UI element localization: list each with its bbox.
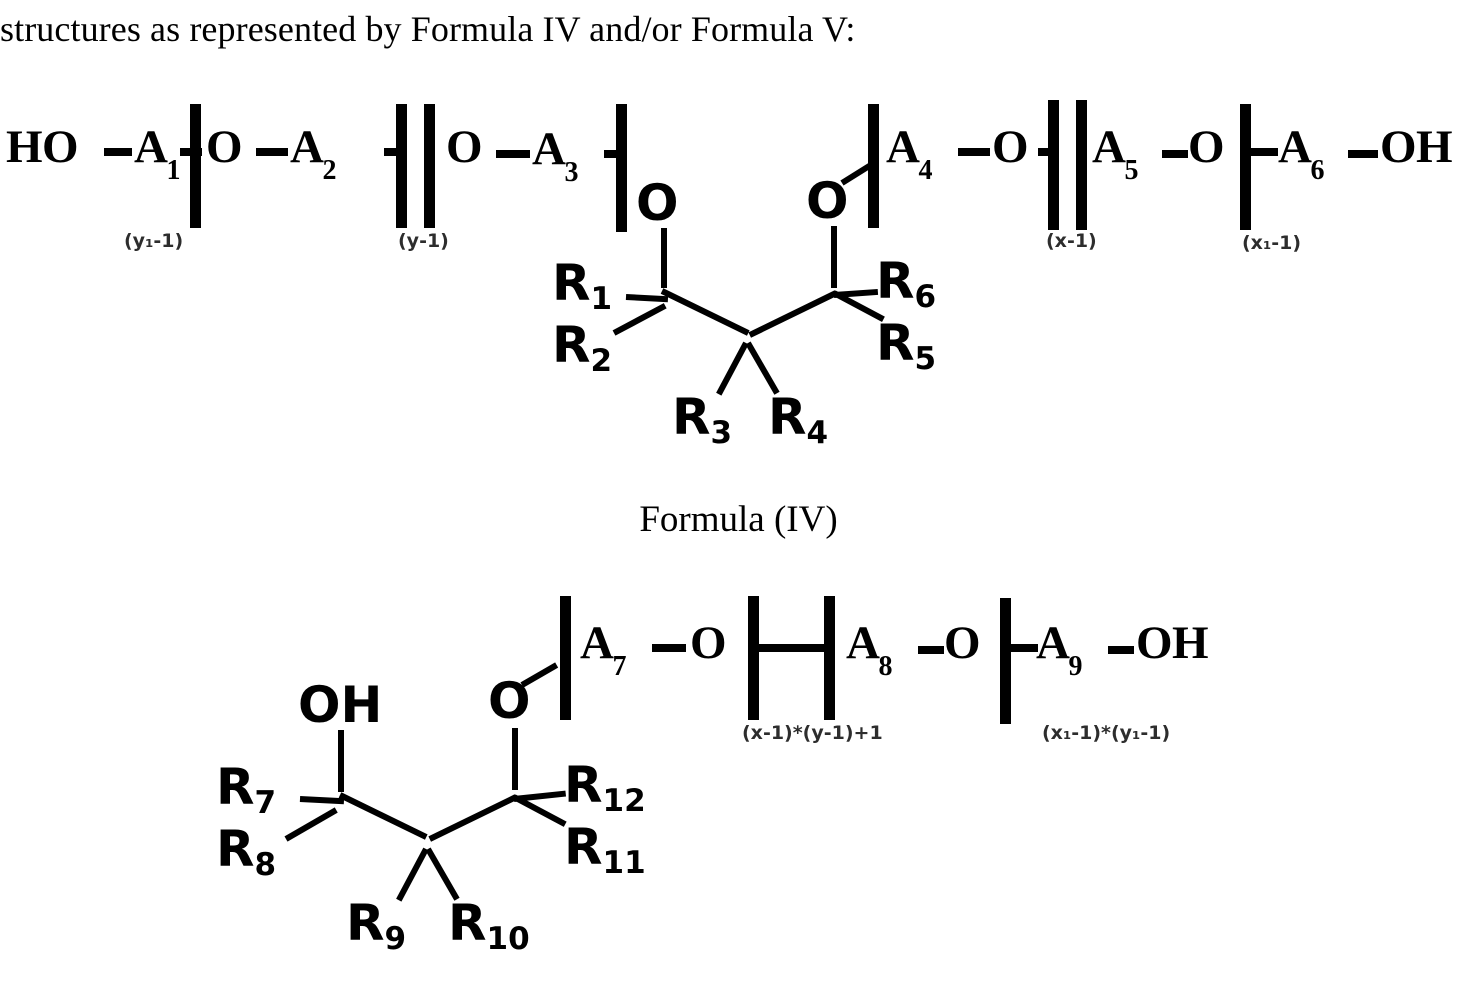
formula-iv-bracket-y-open [424, 104, 435, 228]
formula-v-subscript-1: (x-1)*(y-1)+1 [742, 722, 883, 744]
formula-iv-r2: R2 [552, 316, 613, 379]
formula-v-o5: O [690, 617, 727, 669]
bond-r2-carbon [612, 303, 667, 336]
formula-v-r11: R11 [564, 818, 646, 881]
formula-iv-bracket-y-close [396, 104, 407, 228]
formula-v-r9: R9 [346, 894, 407, 957]
formula-iv-subscript-x1: (x₁-1) [1242, 232, 1302, 254]
formula-iv-bracket-x-open [1076, 100, 1087, 230]
bond-o-left-carbon [661, 228, 667, 288]
bond-a8-o6 [918, 646, 944, 654]
caption-formula-iv: Formula (IV) [639, 499, 838, 540]
bond-r3-center [716, 341, 749, 396]
formula-iv-r5: R5 [876, 314, 937, 377]
formula-iv-bracket-x-close [1048, 100, 1059, 230]
formula-v-bracket-open [560, 596, 571, 720]
formula-v-r7: R7 [216, 758, 277, 821]
formula-v-a8: A8 [846, 617, 892, 683]
formula-iv-r4: R4 [768, 388, 829, 451]
formula-iv-bracket-core-right [868, 104, 879, 228]
formula-v-subscript-2: (x₁-1)*(y₁-1) [1042, 722, 1171, 744]
formula-iv-bracket-x1 [1240, 104, 1251, 230]
bond-o1-a2 [256, 148, 288, 156]
bond-r1-carbon [625, 294, 669, 303]
formula-iv-o2: O [446, 121, 483, 173]
bond-ho-a1 [104, 148, 132, 156]
formula-iv-r1: R1 [552, 254, 613, 317]
intro-paragraph: structures as represented by Formula IV … [0, 9, 856, 49]
bond-a6-oh [1348, 150, 1378, 158]
formula-iv-subscript-y: (y-1) [398, 230, 449, 252]
bond-a2-bracket [384, 148, 402, 156]
bond-r10-center [425, 847, 460, 901]
bond-o-right-carbon [831, 226, 837, 288]
formula-v-terminal-oh: OH [1136, 617, 1209, 669]
bond-o3-bracket [1038, 148, 1054, 156]
formula-v-bracket-open-2 [824, 596, 835, 720]
bond-left-carbon-center [660, 288, 750, 336]
formula-iv-o1: O [206, 121, 243, 173]
bond-a9-oh [1108, 646, 1134, 654]
bond-o2-a3 [496, 150, 530, 158]
formula-v-bracket-close-2 [1000, 598, 1011, 724]
formula-iv-bracket-y1-close [190, 104, 201, 228]
formula-v-r10: R10 [448, 894, 530, 957]
formula-iv-a2: A2 [290, 121, 336, 187]
formula-iv-core-o-right: O [806, 172, 849, 230]
bond-r9-center [396, 847, 429, 902]
bond-a1-bracket [180, 148, 202, 156]
formula-iv-core-o-left: O [636, 174, 679, 232]
bond-r4-center [745, 341, 780, 395]
formula-iv-o4: O [1188, 121, 1225, 173]
formula-v-r12: R12 [564, 756, 646, 819]
bond-left-carbon-center-v [338, 792, 428, 840]
bond-a3-bracket [604, 150, 622, 158]
formula-iv-r3: R3 [672, 388, 733, 451]
bond-bracket-a6 [1250, 148, 1278, 156]
formula-iv-bracket-core-left [616, 104, 627, 232]
formula-iv-r6: R6 [876, 252, 937, 315]
formula-iv-a4: A4 [886, 121, 932, 187]
formula-iv-subscript-y1: (y₁-1) [124, 230, 184, 252]
formula-iv-a6: A6 [1278, 121, 1324, 187]
bond-a4-o3 [958, 148, 990, 156]
bond-o-right-carbon-v [512, 728, 518, 790]
formula-v-hydroxyl: OH [298, 676, 383, 734]
bond-bracket-a9 [1008, 644, 1038, 652]
formula-v-a7: A7 [580, 617, 626, 683]
formula-v-o6: O [944, 617, 981, 669]
bond-a7-o5 [652, 644, 686, 652]
bond-r8-carbon [284, 807, 338, 842]
bond-right-carbon-center [748, 290, 838, 338]
formula-v-a9: A9 [1036, 617, 1082, 683]
formula-iv-terminal-oh-right: OH [1380, 121, 1453, 173]
formula-iv-a1: A1 [134, 121, 180, 187]
bond-bracket-span [754, 644, 830, 652]
formula-iv-a3: A3 [532, 123, 578, 189]
formula-v-r8: R8 [216, 820, 277, 883]
formula-iv-o3: O [992, 121, 1029, 173]
bond-a5-o4 [1162, 150, 1188, 158]
formula-iv-terminal-ho-left: HO [6, 121, 79, 173]
formula-iv-a5: A5 [1092, 121, 1138, 187]
formula-v-bracket-close-1 [748, 596, 759, 720]
bond-right-carbon-center-v [428, 794, 518, 842]
bond-oh-carbon-v [338, 730, 344, 792]
formula-iv-subscript-x: (x-1) [1046, 230, 1097, 252]
